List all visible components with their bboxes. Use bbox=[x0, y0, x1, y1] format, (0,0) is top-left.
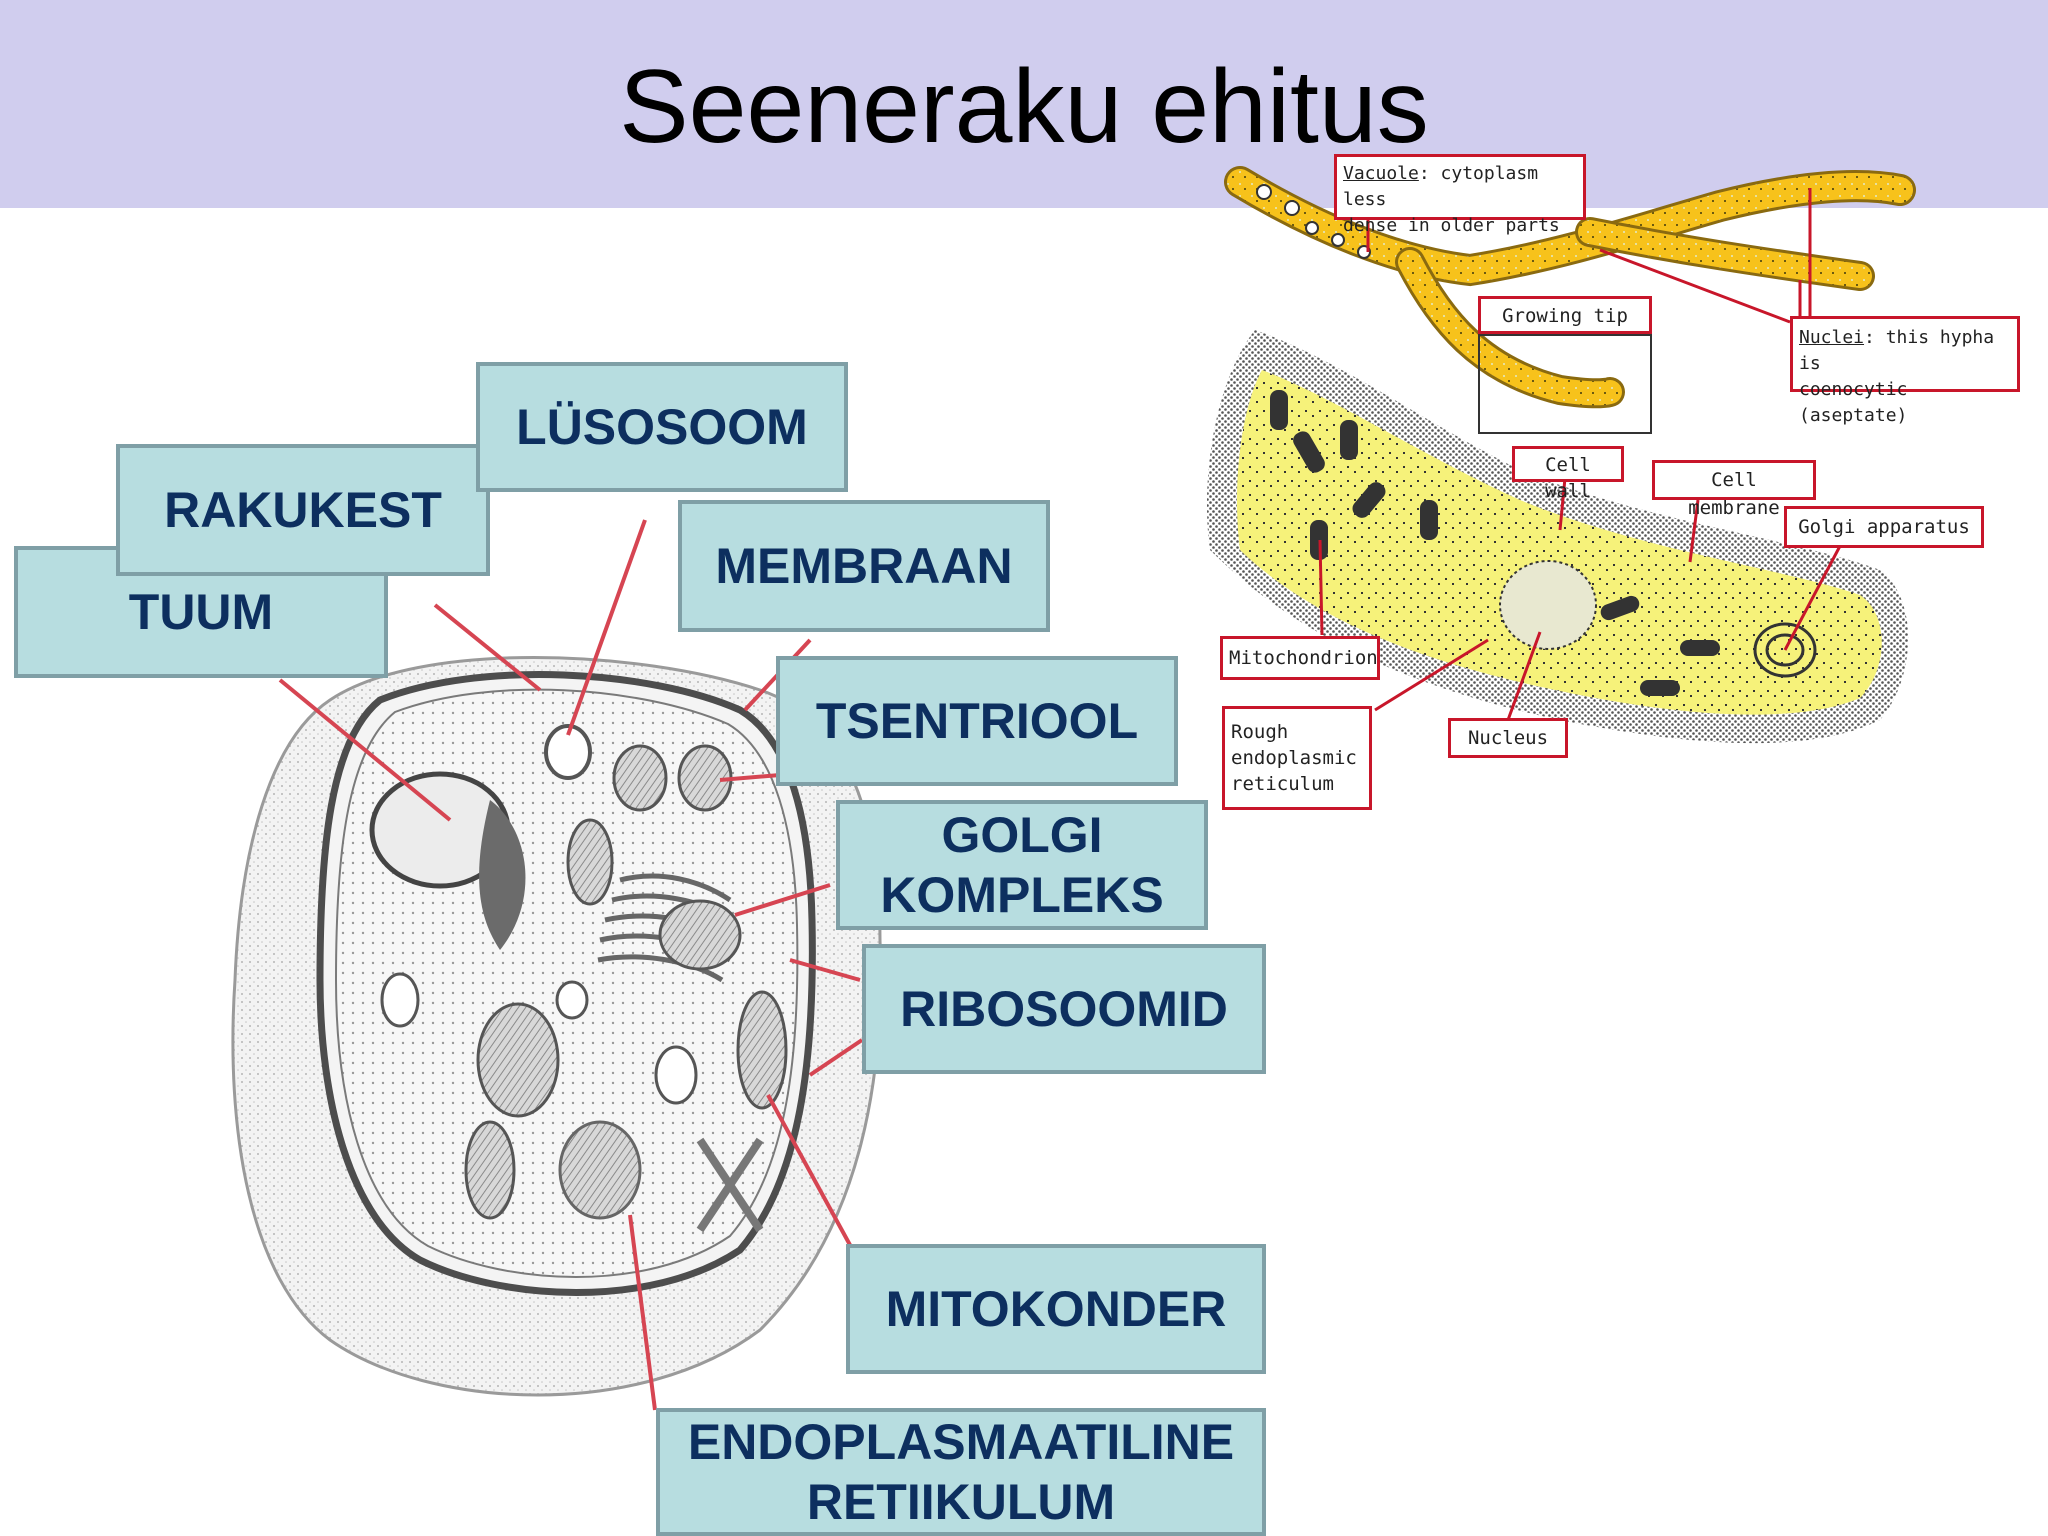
callout-vacuole: Vacuole: cytoplasm less dense in older pa… bbox=[1334, 154, 1586, 236]
mitochondrion-shape bbox=[736, 990, 788, 1110]
label-golgi-kompleks: GOLGI KOMPLEKS bbox=[836, 800, 1208, 930]
callout-nuclei: Nuclei: this hypha is coenocytic (aseptat… bbox=[1790, 316, 2020, 426]
label-er-line2: RETIIKULUM bbox=[806, 1474, 1116, 1530]
label-mitokonder: MITOKONDER bbox=[846, 1244, 1266, 1374]
callout-golgi-apparatus: Golgi apparatus bbox=[1784, 506, 1984, 548]
growing-tip-box bbox=[1478, 334, 1652, 434]
label-golgi-line2: KOMPLEKS bbox=[880, 867, 1164, 923]
pointer-lines bbox=[278, 519, 864, 1411]
hypha-cell-interior bbox=[1236, 370, 1882, 715]
callout-lines bbox=[1318, 188, 1842, 721]
callout-mitochondrion: Mitochondrion bbox=[1220, 636, 1380, 680]
label-tsentriool: TSENTRIOOL bbox=[776, 656, 1178, 786]
label-ribosoomid: RIBOSOOMID bbox=[862, 944, 1266, 1074]
label-lusosoom: LÜSOSOOM bbox=[476, 362, 848, 492]
callout-nuclei-term: Nuclei bbox=[1799, 327, 1865, 348]
callout-cell-membrane: Cell membrane bbox=[1652, 460, 1816, 519]
lysosome-shape bbox=[544, 724, 592, 780]
callout-cell-wall: Cell wall bbox=[1512, 446, 1624, 502]
callout-nuclei-line2: coenocytic (aseptate) bbox=[1799, 379, 1908, 426]
label-rakukest: RAKUKEST bbox=[116, 444, 490, 576]
label-membraan: MEMBRAAN bbox=[678, 500, 1050, 632]
callout-nucleus: Nucleus bbox=[1448, 718, 1568, 758]
callout-nuclei-rest: : this hypha is bbox=[1799, 327, 1995, 374]
label-golgi-line1: GOLGI bbox=[941, 807, 1103, 863]
page-title: Seeneraku ehitus bbox=[619, 49, 1429, 165]
callout-vacuole-term: Vacuole bbox=[1343, 163, 1419, 184]
title-band bbox=[0, 0, 2048, 208]
callout-rough-er: Rough endoplasmic reticulum bbox=[1222, 706, 1372, 810]
centriole-shape bbox=[612, 744, 668, 812]
label-endoplasmaatiline-retiikulum: ENDOPLASMAATILINE RETIIKULUM bbox=[656, 1408, 1266, 1536]
callout-growing-tip: Growing tip bbox=[1478, 296, 1652, 334]
callout-vacuole-rest: : cytoplasm less bbox=[1343, 163, 1539, 210]
er-shape bbox=[558, 1120, 642, 1220]
callout-vacuole-line2: dense in older parts bbox=[1343, 215, 1560, 236]
label-er-line1: ENDOPLASMAATILINE bbox=[687, 1414, 1235, 1470]
hypha-branches bbox=[1224, 166, 1916, 409]
